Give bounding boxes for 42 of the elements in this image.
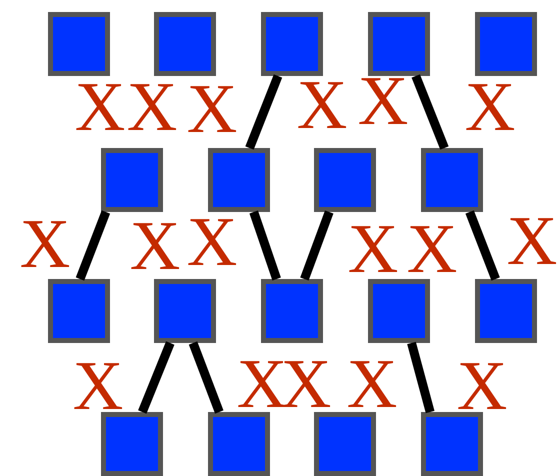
square: [48, 12, 110, 76]
line: [76, 210, 110, 281]
cross-mark: X: [464, 73, 516, 143]
line: [465, 210, 500, 281]
square: [48, 279, 110, 343]
square: [261, 279, 323, 343]
cross-mark: X: [186, 75, 238, 145]
cross-mark: X: [20, 210, 70, 280]
square: [421, 412, 483, 476]
square: [101, 148, 163, 212]
square: [368, 12, 430, 76]
square: [208, 412, 270, 476]
square: [368, 279, 430, 343]
cross-mark: X: [456, 352, 508, 422]
line: [188, 341, 224, 414]
cross-mark: X: [358, 67, 408, 137]
square: [314, 412, 376, 476]
square: [101, 412, 163, 476]
square: [475, 279, 537, 343]
line: [249, 210, 281, 280]
cross-mark: X: [506, 207, 558, 277]
line: [407, 342, 434, 414]
cross-mark: X: [346, 350, 398, 420]
cross-mark: X: [296, 71, 348, 141]
cross-mark: X: [130, 212, 180, 282]
cross-mark: X: [72, 352, 124, 422]
square: [154, 279, 216, 343]
square: [261, 12, 323, 76]
square: [475, 12, 537, 76]
square: [208, 148, 270, 212]
line: [138, 341, 174, 414]
cross-mark: X: [406, 215, 458, 285]
cross-mark: X: [74, 73, 126, 143]
cross-mark: X: [186, 208, 238, 278]
square: [314, 148, 376, 212]
square: [421, 148, 483, 212]
cross-mark: X: [126, 73, 178, 143]
cross-mark: X: [348, 215, 398, 285]
line: [300, 210, 334, 281]
square: [154, 12, 216, 76]
line: [245, 74, 282, 150]
line: [412, 74, 449, 150]
